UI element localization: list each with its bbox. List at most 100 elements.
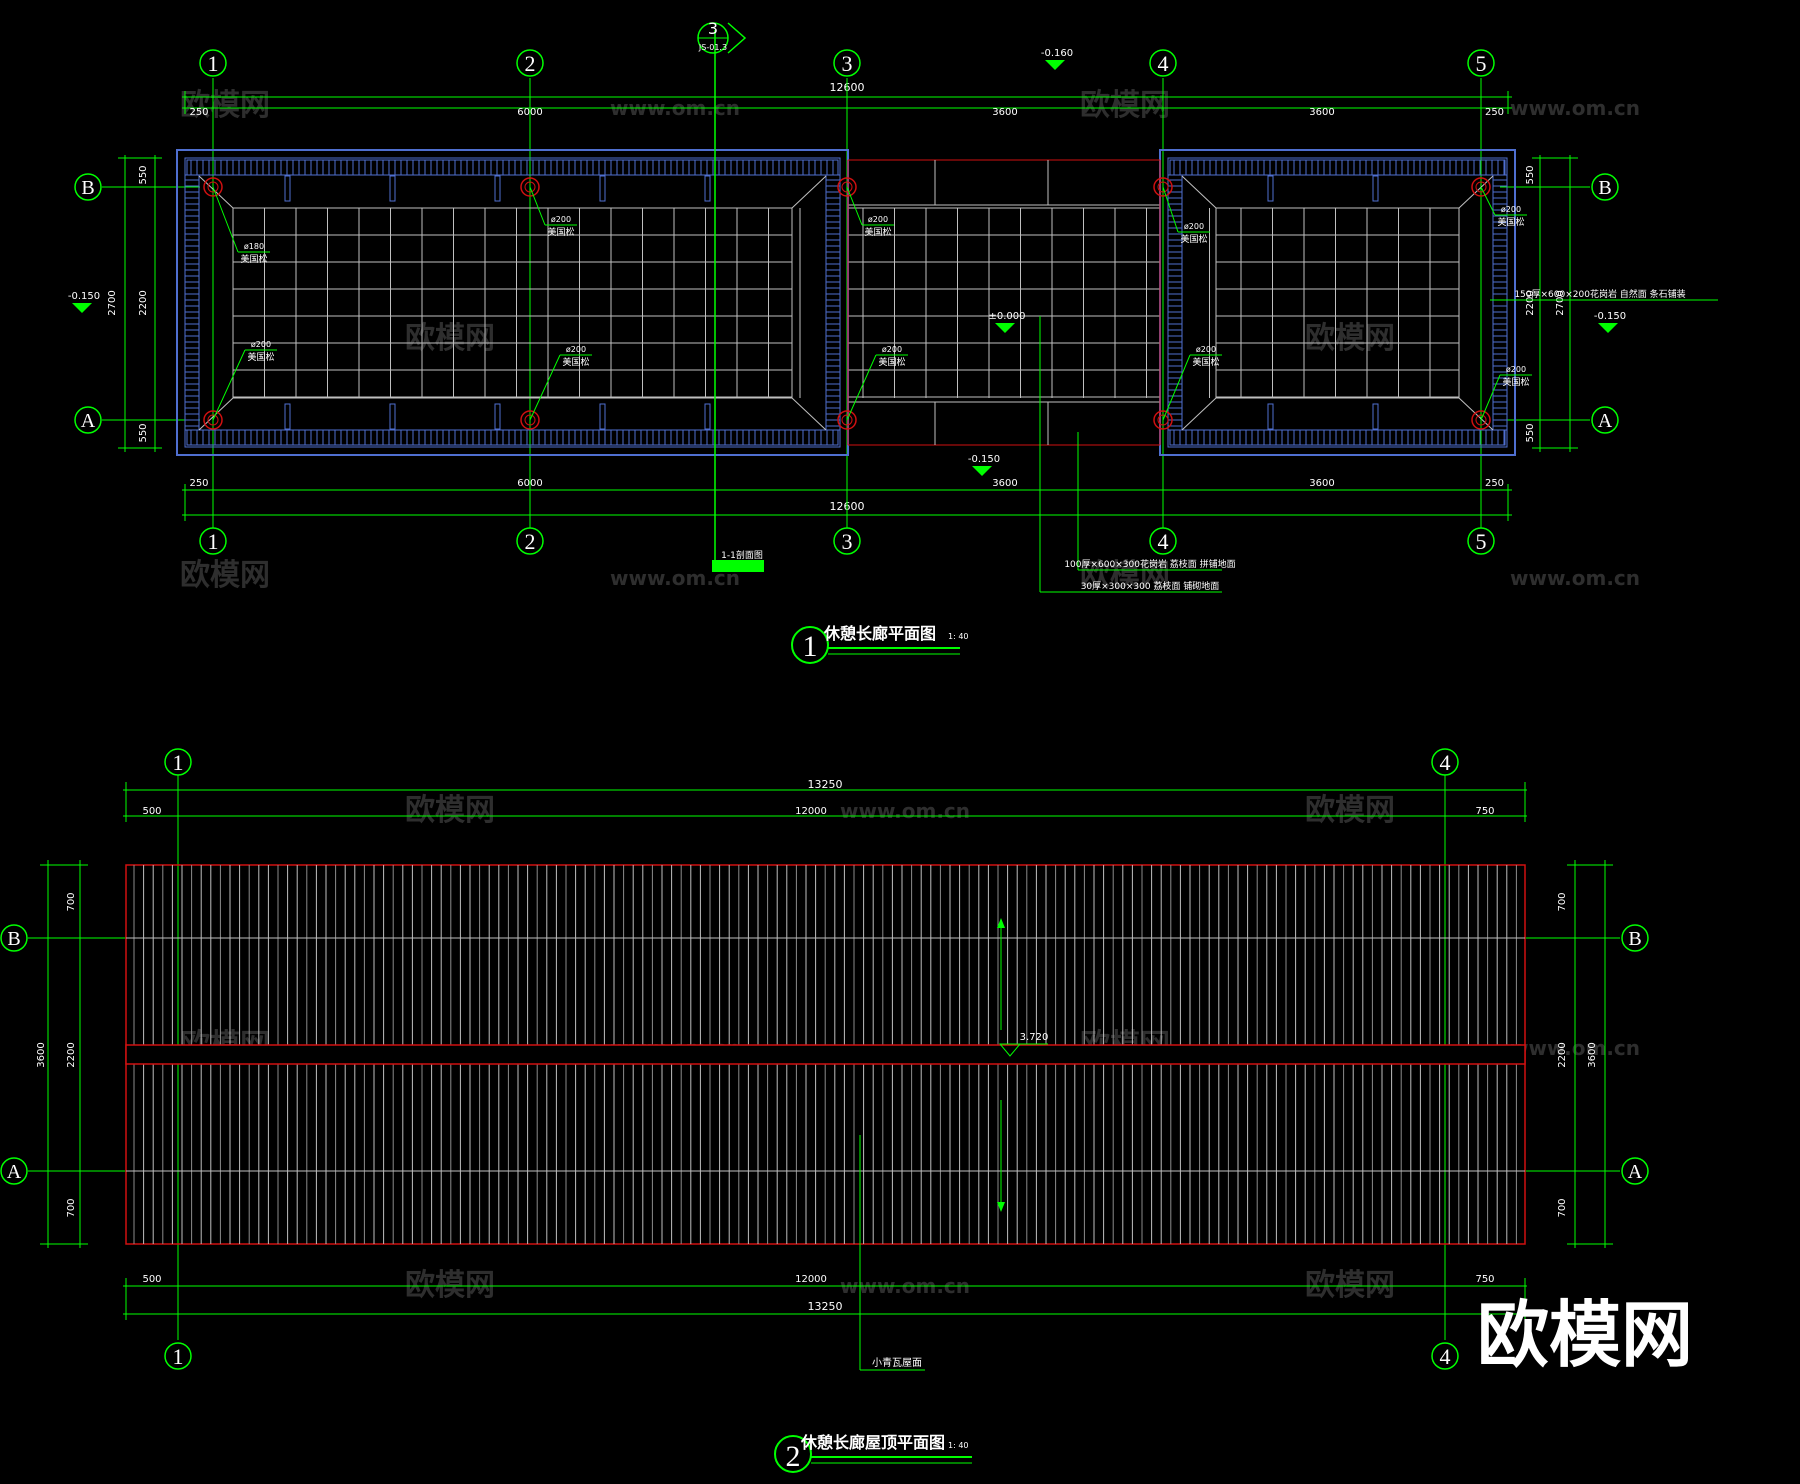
column-material-label: 美国松 (1180, 233, 1207, 245)
bench-support (284, 403, 291, 430)
dim-side: 2200 (1557, 1042, 1568, 1067)
column-material-label: 美国松 (1502, 376, 1529, 388)
dim-side: 550 (1525, 423, 1536, 442)
watermark-site: www.om.cn (1510, 96, 1640, 120)
bench-support (1267, 403, 1274, 430)
side-strip (1167, 174, 1183, 431)
axis-letter: B (1598, 177, 1611, 199)
bench-support (704, 403, 711, 430)
level-mark: ±0.000 (988, 311, 1025, 322)
column-material-label: 美国松 (878, 356, 905, 368)
bench-support (284, 175, 291, 202)
dim-total: 13250 (808, 778, 843, 791)
pavilion-outer-frame (1159, 149, 1516, 456)
column-inner (524, 181, 536, 193)
dim-side: 550 (138, 165, 149, 184)
corner-line (1181, 175, 1217, 209)
column (520, 177, 540, 197)
column-dim-label: ø200 (551, 215, 571, 224)
dim-value: 12000 (795, 1274, 827, 1285)
note-label: 100厚×600×300花岗岩 荔枝面 拼铺地面 (1064, 558, 1235, 570)
dim-side: 2200 (138, 290, 149, 315)
dim-bottom-value: 250 (189, 478, 208, 489)
section-marker-arrow (727, 22, 747, 54)
dim-side: 550 (1525, 165, 1536, 184)
roof-ridge (125, 1044, 1526, 1065)
side-strip (184, 174, 200, 431)
level-triangle (1045, 60, 1065, 70)
column-material-label: 美国松 (864, 226, 891, 238)
column (1153, 410, 1173, 430)
axis-bubble (1149, 49, 1177, 77)
side-strip (1492, 174, 1508, 431)
axis-bubble (164, 1342, 192, 1370)
axis-bubble (1621, 924, 1649, 952)
column-dim-label: ø180 (244, 242, 264, 251)
axis-bubble (0, 924, 28, 952)
callout-leader (212, 349, 246, 421)
callout-leader (1162, 354, 1191, 421)
watermark-brand: 欧模网 (180, 88, 270, 123)
dim-side: 700 (1557, 1198, 1568, 1217)
column-inner (1475, 181, 1487, 193)
axis-bubble (74, 406, 102, 434)
drawing-number: 2 (786, 1440, 801, 1473)
bench-strip (186, 429, 839, 446)
axis-number: 3 (842, 51, 853, 76)
column (1471, 410, 1491, 430)
slope-arrowhead (997, 918, 1005, 928)
watermark-brand: 欧模网 (405, 793, 495, 828)
drawing-number: 1 (803, 630, 818, 663)
dim-top-value: 3600 (1309, 107, 1334, 118)
side-strip (825, 174, 841, 431)
dim-value: 750 (1475, 806, 1494, 817)
column (837, 177, 857, 197)
dim-value: 500 (142, 1274, 161, 1285)
section-marker-number: 3 (708, 19, 718, 38)
bench-support (1267, 175, 1274, 202)
column-dim-label: ø200 (566, 345, 586, 354)
bench-support (1372, 403, 1379, 430)
corner-line (791, 175, 827, 209)
level-triangle (995, 323, 1015, 333)
axis-number: 3 (842, 529, 853, 554)
drawing-title: 休憩长廊平面图 (823, 624, 936, 643)
column-material-label: 美国松 (1192, 356, 1219, 368)
pavilion-inner-frame (184, 157, 841, 448)
callout-leader (846, 354, 877, 421)
axis-number: 4 (1158, 51, 1169, 76)
column-material-label: 美国松 (240, 253, 267, 265)
column-inner (1157, 181, 1169, 193)
axis-number: 4 (1440, 1344, 1451, 1369)
bench-support (494, 403, 501, 430)
section-label-bar (712, 560, 764, 572)
bench-strip (186, 159, 839, 176)
column-dim-label: ø200 (1184, 222, 1204, 231)
axis-bubble (199, 527, 227, 555)
section-label: 1-1剖面图 (721, 549, 763, 561)
corner-line (1181, 397, 1217, 431)
column-material-label: 美国松 (1497, 216, 1524, 228)
dim-bottom-value: 250 (1485, 478, 1504, 489)
brand-logo: 欧模网 (1477, 1293, 1693, 1377)
dim-total: 13250 (808, 1300, 843, 1313)
axis-bubble (1431, 1342, 1459, 1370)
drawing-scale: 1: 40 (948, 632, 969, 641)
axis-number: 5 (1476, 51, 1487, 76)
column-dim-label: ø200 (1506, 365, 1526, 374)
level-triangle (72, 303, 92, 313)
bench-support (389, 403, 396, 430)
column (520, 410, 540, 430)
dim-top-value: 250 (1485, 107, 1504, 118)
watermark-site: www.om.cn (1510, 566, 1640, 590)
axis-number: 1 (208, 51, 219, 76)
dim-value: 750 (1475, 1274, 1494, 1285)
material-label: 小青瓦屋面 (872, 1356, 922, 1369)
dim-side-total: 3600 (36, 1042, 47, 1067)
note-label: 150厚×600×200花岗岩 自然面 条石铺装 (1514, 288, 1685, 300)
column (203, 410, 223, 430)
watermark-site: www.om.cn (840, 799, 970, 823)
